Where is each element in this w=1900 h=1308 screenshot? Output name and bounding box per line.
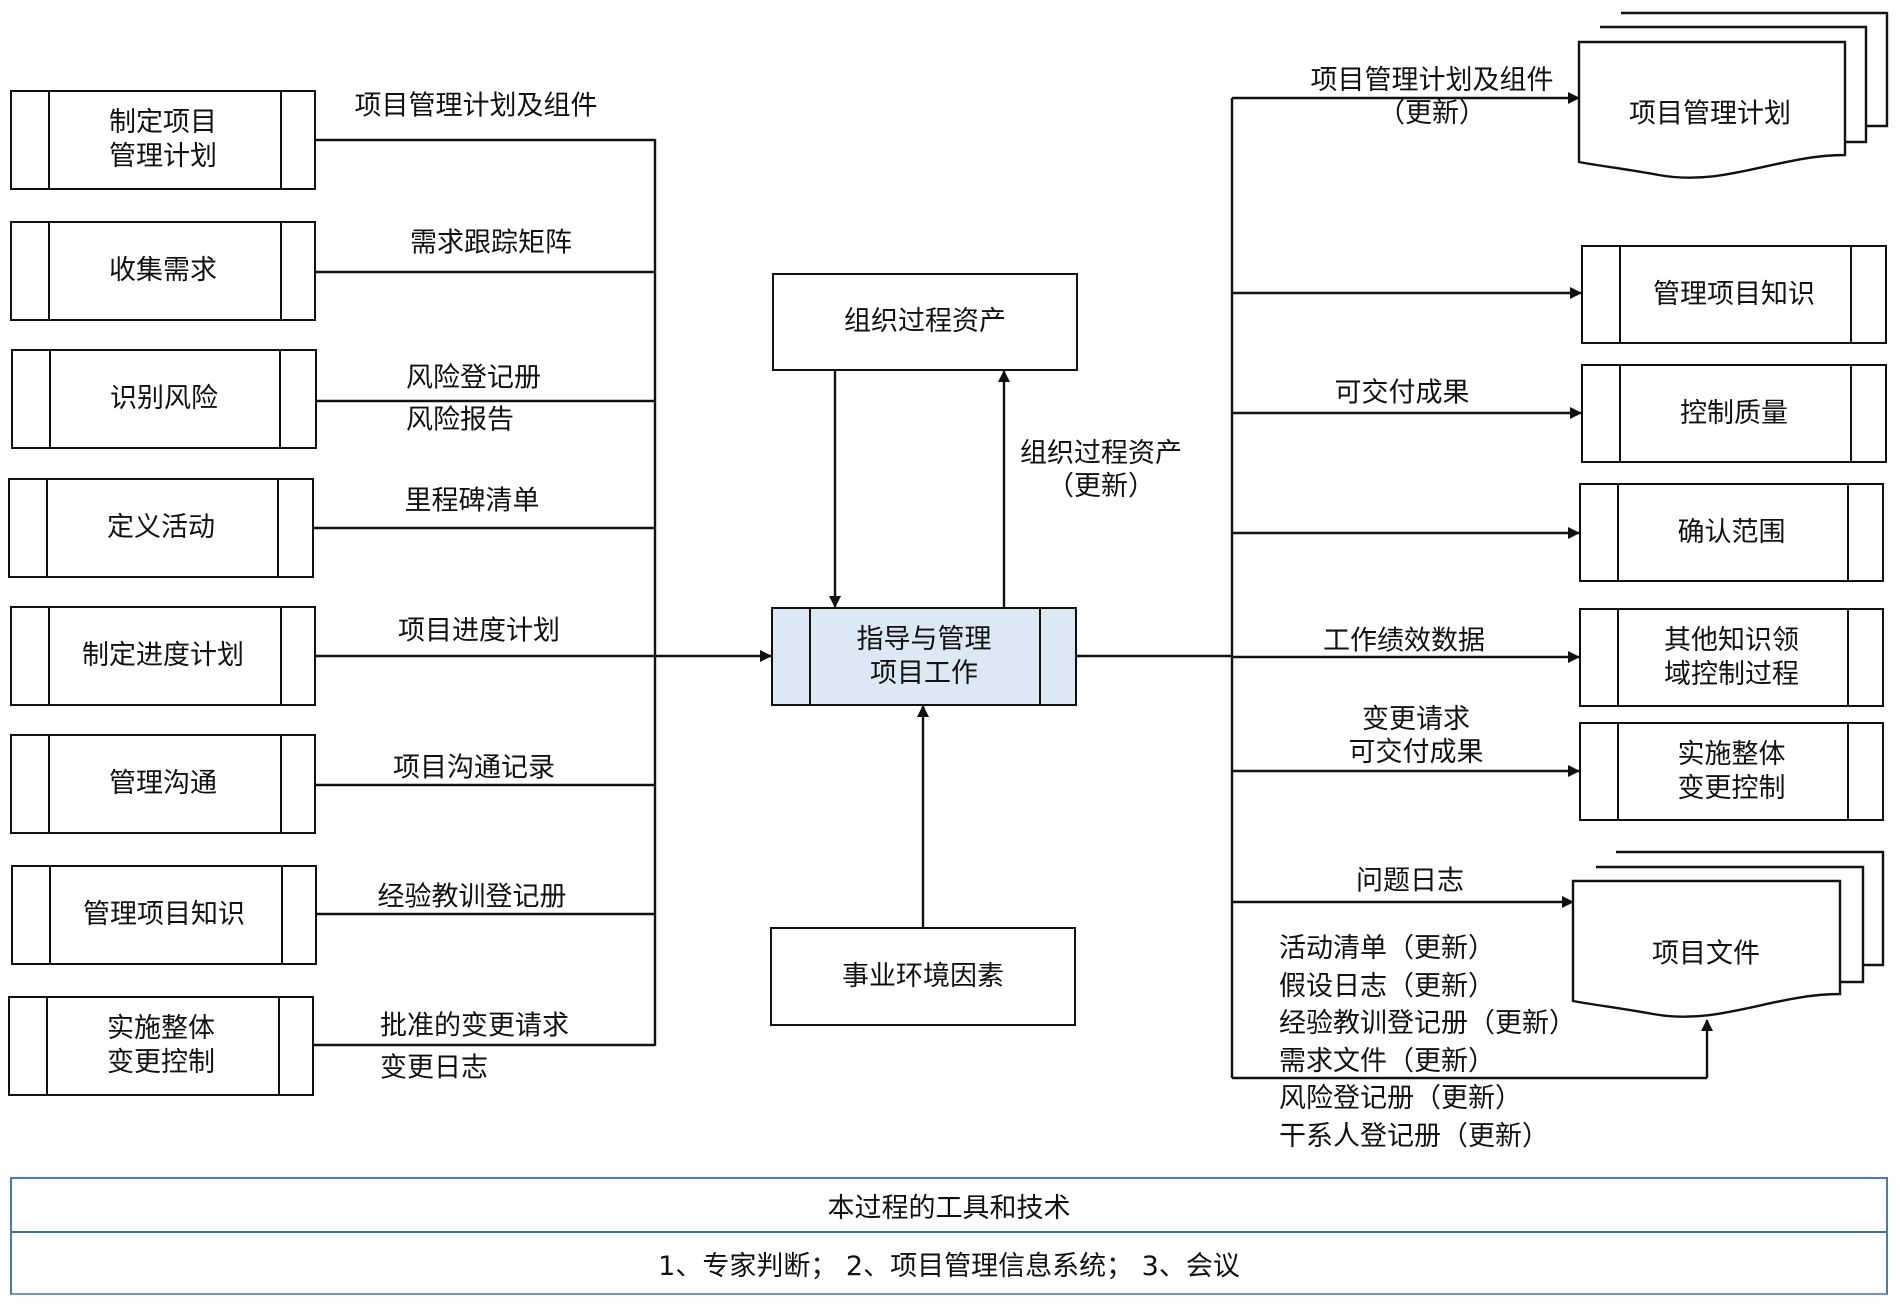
doc-project-management-plan-front-page xyxy=(1577,40,1847,179)
opa-label: 组织过程资产 xyxy=(844,306,1006,337)
eef-box: 事业环境因素 xyxy=(770,927,1076,1026)
input-process-label: 定义活动 xyxy=(107,512,215,543)
tools-techniques-table: 本过程的工具和技术 1、专家判断； 2、项目管理信息系统； 3、会议 xyxy=(10,1177,1888,1295)
tools-header: 本过程的工具和技术 xyxy=(12,1179,1886,1233)
input-flow-label-secondary: 风险报告 xyxy=(406,404,514,436)
eef-label: 事业环境因素 xyxy=(842,960,1004,992)
input-flow-label: 批准的变更请求 xyxy=(380,1010,569,1042)
document-update-item: 经验教训登记册（更新） xyxy=(1279,1008,1576,1040)
output-flow-label: 可交付成果 xyxy=(1334,377,1470,409)
output-flow-label: 变更请求 可交付成果 xyxy=(1348,704,1484,768)
input-process-box: 管理沟通 xyxy=(10,734,316,834)
input-process-label: 实施整体 变更控制 xyxy=(107,1013,215,1078)
opa-box: 组织过程资产 xyxy=(772,273,1078,371)
output-process-label: 其他知识领 域控制过程 xyxy=(1664,624,1799,690)
input-flow-label: 项目进度计划 xyxy=(398,615,560,647)
output-process-box: 实施整体 变更控制 xyxy=(1579,722,1884,821)
document-update-item: 风险登记册（更新） xyxy=(1279,1083,1522,1115)
input-flow-label: 项目管理计划及组件 xyxy=(354,90,598,122)
document-update-item: 活动清单（更新） xyxy=(1279,933,1495,964)
input-process-box: 制定项目 管理计划 xyxy=(10,90,316,190)
output-process-label: 控制质量 xyxy=(1680,397,1788,429)
output-process-box: 其他知识领 域控制过程 xyxy=(1579,608,1884,707)
input-flow-label-secondary: 变更日志 xyxy=(380,1052,488,1084)
input-process-box: 定义活动 xyxy=(8,478,314,578)
input-flow-label: 需求跟踪矩阵 xyxy=(410,227,572,259)
center-process-label: 指导与管理 项目工作 xyxy=(856,623,992,689)
input-process-label: 管理沟通 xyxy=(109,768,217,799)
input-flow-label: 经验教训登记册 xyxy=(377,881,567,913)
doc-project-management-plan-label: 项目管理计划 xyxy=(1629,98,1791,130)
input-process-box: 实施整体 变更控制 xyxy=(8,996,314,1096)
output-process-box: 确认范围 xyxy=(1579,483,1884,582)
output-process-box: 管理项目知识 xyxy=(1581,245,1887,344)
input-process-label: 制定项目 管理计划 xyxy=(109,107,217,172)
document-update-item: 需求文件（更新） xyxy=(1279,1045,1495,1077)
output-flow-label: 项目管理计划及组件 （更新） xyxy=(1310,65,1554,129)
document-update-item: 干系人登记册（更新） xyxy=(1279,1120,1549,1152)
tools-items: 1、专家判断； 2、项目管理信息系统； 3、会议 xyxy=(658,1250,1240,1282)
input-process-label: 管理项目知识 xyxy=(83,899,245,930)
output-process-label: 确认范围 xyxy=(1677,516,1786,548)
output-process-box: 控制质量 xyxy=(1581,364,1887,463)
input-process-label: 制定进度计划 xyxy=(82,640,244,671)
output-flow-label: 问题日志 xyxy=(1356,865,1464,897)
input-flow-label: 风险登记册 xyxy=(406,362,541,394)
input-process-box: 制定进度计划 xyxy=(10,606,316,706)
input-process-box: 识别风险 xyxy=(11,349,317,449)
input-process-label: 收集需求 xyxy=(109,255,217,286)
input-process-box: 管理项目知识 xyxy=(11,865,317,965)
input-process-box: 收集需求 xyxy=(10,221,316,321)
doc-project-documents-front-page xyxy=(1571,879,1842,1018)
output-process-label: 实施整体 变更控制 xyxy=(1677,738,1786,804)
center-process-box: 指导与管理 项目工作 xyxy=(771,607,1077,706)
opa-update-label: 组织过程资产 （更新） xyxy=(1020,438,1182,502)
doc-project-documents-label: 项目文件 xyxy=(1652,938,1760,970)
output-process-label: 管理项目知识 xyxy=(1653,278,1815,310)
document-update-item: 假设日志（更新） xyxy=(1279,970,1495,1002)
output-flow-label: 工作绩效数据 xyxy=(1323,625,1485,657)
input-flow-label: 项目沟通记录 xyxy=(393,752,555,784)
input-flow-label: 里程碑清单 xyxy=(404,485,540,517)
input-process-label: 识别风险 xyxy=(110,383,218,414)
project-document-updates-list: 活动清单（更新） 假设日志（更新） 经验教训登记册（更新） 需求文件（更新） 风… xyxy=(1279,930,1576,1156)
